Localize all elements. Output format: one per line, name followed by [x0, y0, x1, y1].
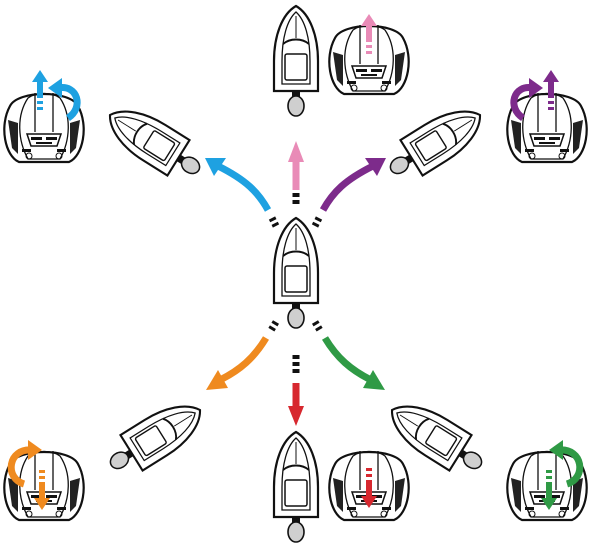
- forward-right-arrow-icon: [311, 158, 386, 228]
- rotation-cw-icon: [510, 78, 543, 121]
- backward-right-arrow-icon: [311, 320, 385, 390]
- backward-left-joystick-icon: [3, 440, 85, 522]
- center-boat-icon: [272, 216, 320, 330]
- forward-arrow-icon: [288, 141, 304, 204]
- backward-left-arrow-icon: [206, 320, 280, 390]
- backward-joystick-icon: [328, 449, 410, 522]
- rotation-ccw-icon: [48, 78, 81, 121]
- forward-left-joystick-icon: [3, 70, 85, 164]
- backward-right-joystick-icon: [506, 440, 588, 522]
- forward-left-boat-icon: [97, 96, 211, 190]
- forward-boat-icon: [272, 4, 320, 118]
- rotation-ccw-icon: [7, 440, 42, 488]
- backward-left-boat-icon: [99, 391, 213, 485]
- forward-right-boat-icon: [379, 96, 493, 190]
- forward-right-joystick-icon: [506, 70, 588, 164]
- rotation-cw-icon: [549, 440, 584, 488]
- backward-boat-icon: [272, 430, 320, 544]
- backward-arrow-icon: [288, 355, 304, 426]
- forward-joystick-icon: [328, 14, 410, 96]
- forward-left-arrow-icon: [205, 158, 280, 228]
